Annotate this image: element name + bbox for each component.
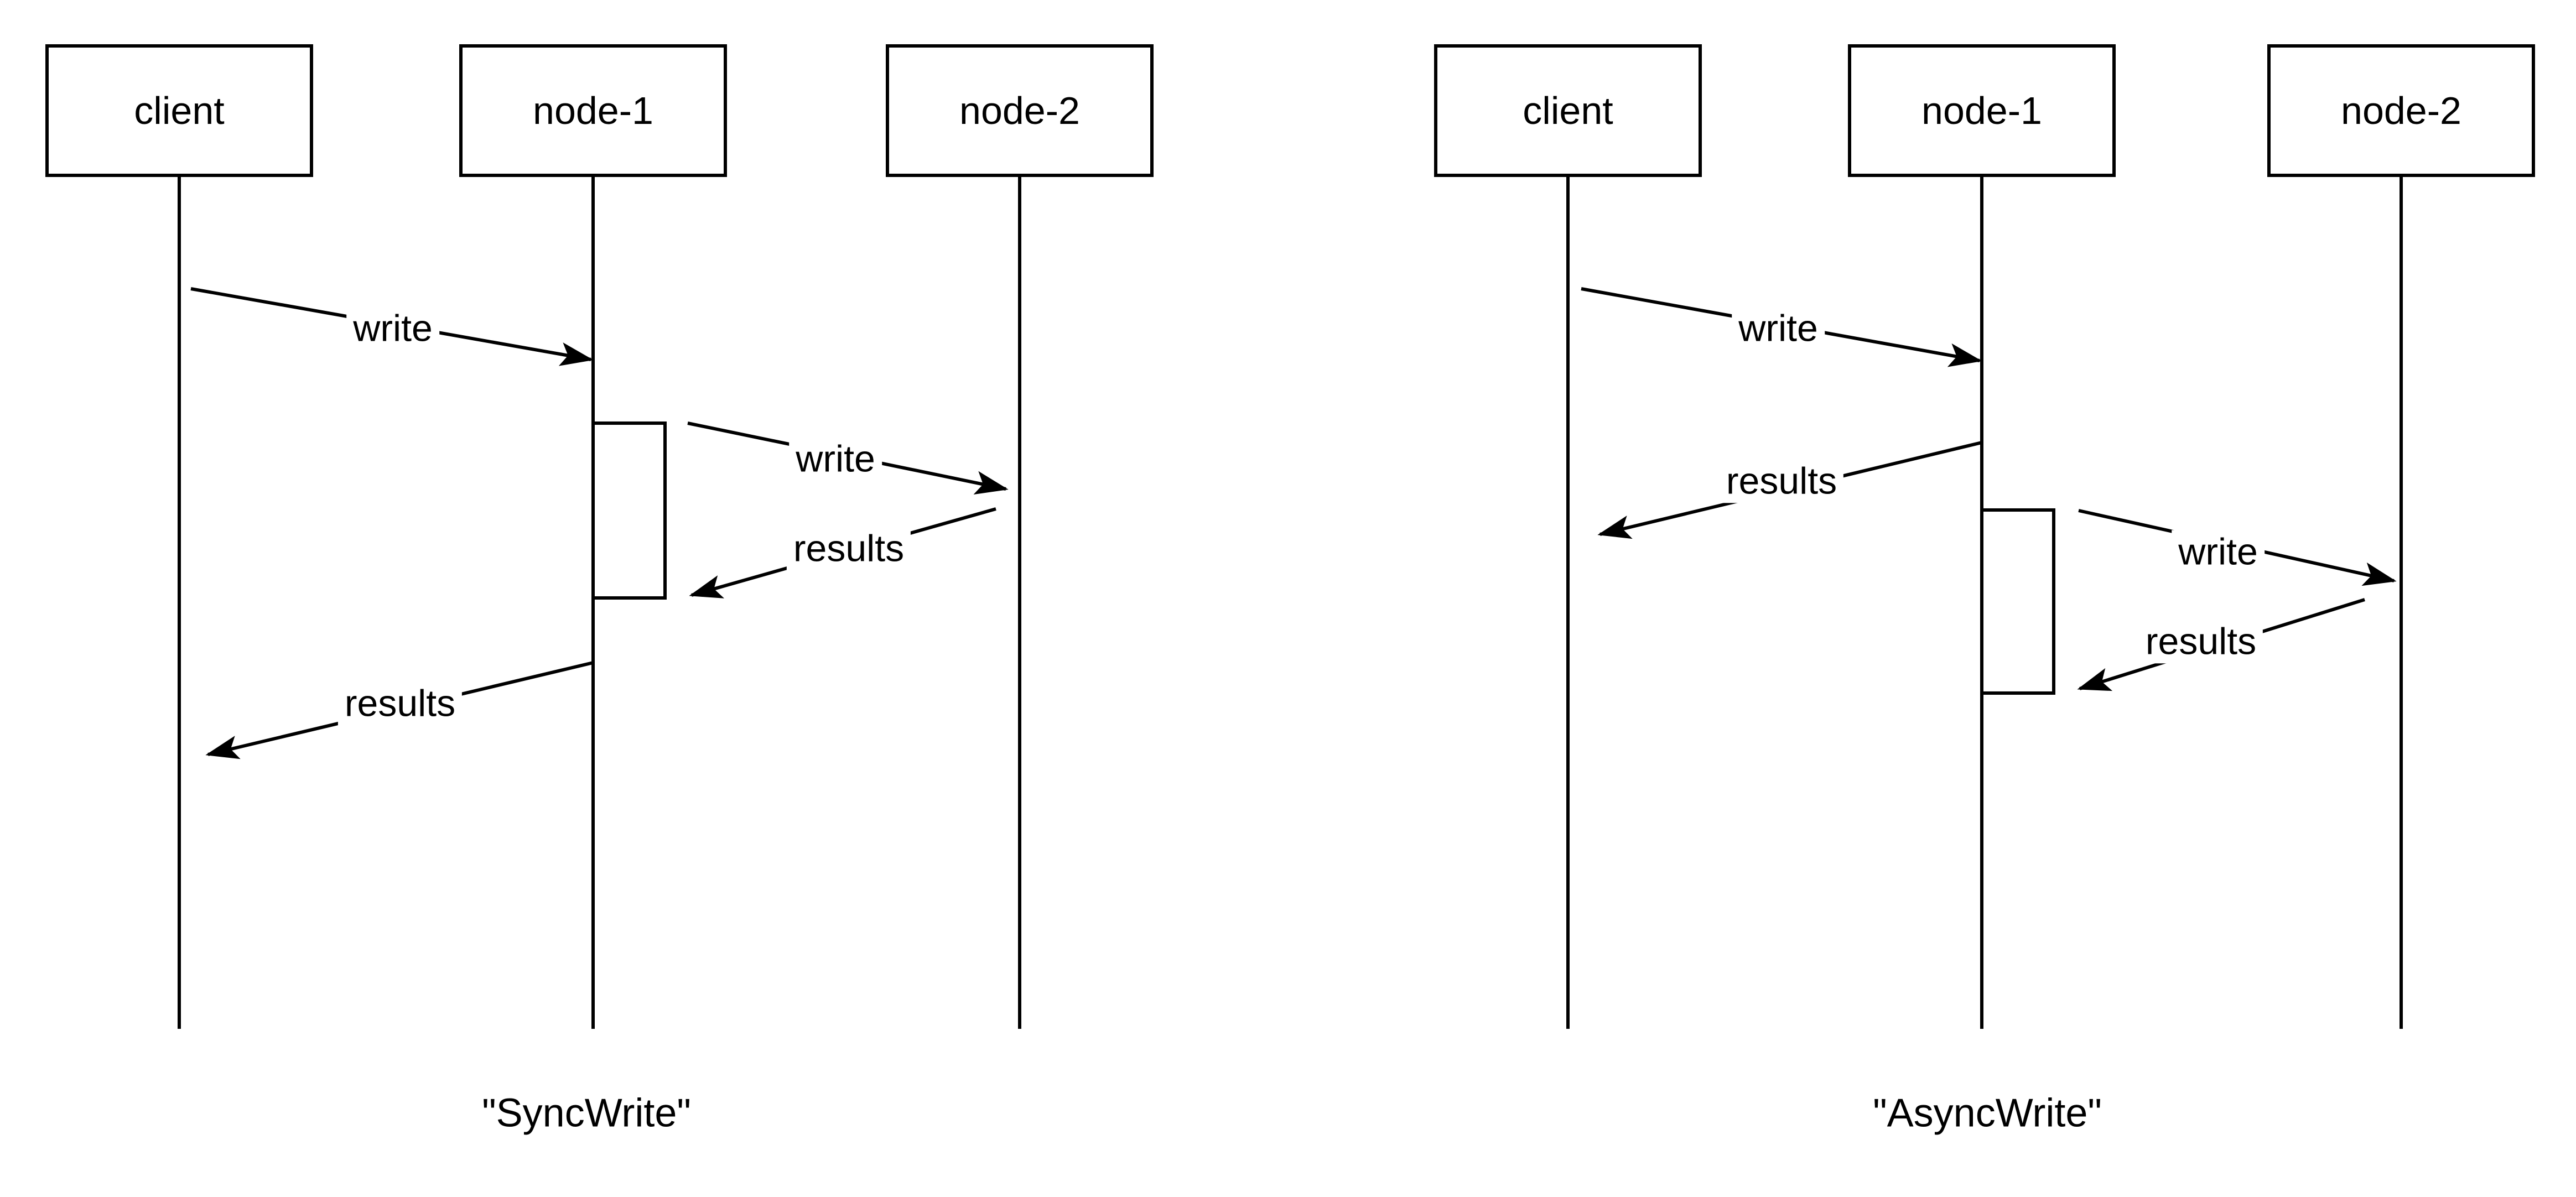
actor-box-client: client	[1434, 44, 1702, 177]
message-label-write: write	[2172, 530, 2265, 574]
actor-label: node-1	[533, 89, 653, 132]
activation-box	[1980, 508, 2055, 695]
actor-label: client	[1523, 89, 1613, 132]
actor-box-node-1: node-1	[1848, 44, 2116, 177]
actor-box-node-2: node-2	[2267, 44, 2535, 177]
message-label-write: write	[346, 306, 439, 351]
diagram-caption-asyncwrite: "AsyncWrite"	[1868, 1090, 2106, 1137]
message-label-results: results	[337, 681, 463, 726]
message-label-results: results	[2138, 620, 2263, 664]
actor-box-node-2: node-2	[886, 44, 1154, 177]
actor-box-client: client	[45, 44, 313, 177]
actor-box-node-1: node-1	[459, 44, 727, 177]
activation-box	[591, 421, 667, 600]
message-label-results: results	[1719, 459, 1844, 503]
actor-label: client	[134, 89, 225, 132]
actor-label: node-2	[959, 89, 1080, 132]
actor-label: node-1	[1921, 89, 2042, 132]
message-label-write: write	[1732, 306, 1825, 351]
actor-label: node-2	[2341, 89, 2461, 132]
message-label-write: write	[789, 437, 882, 481]
diagram-caption-syncwrite: "SyncWrite"	[477, 1090, 695, 1137]
message-label-results: results	[786, 527, 911, 571]
